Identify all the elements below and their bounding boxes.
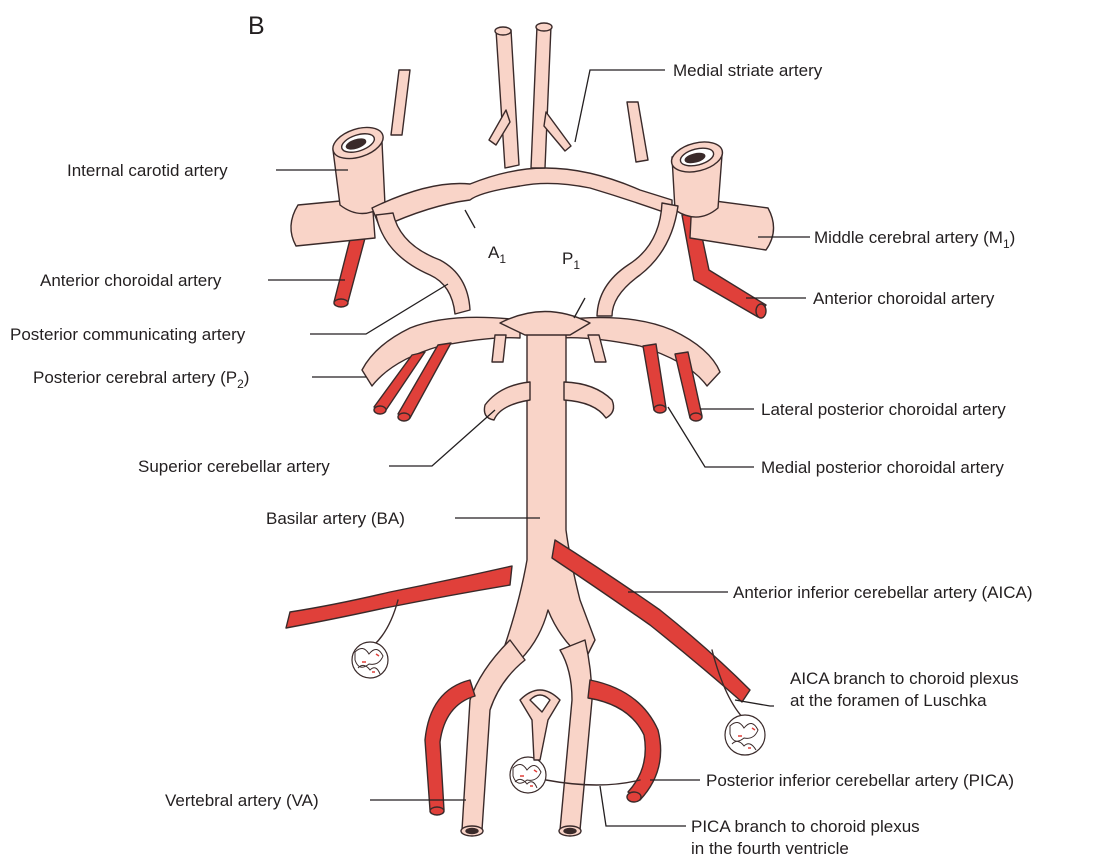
label-medial-posterior-choroidal-artery: Medial posterior choroidal artery — [761, 458, 1004, 477]
label-lateral-posterior-choroidal-artery: Lateral posterior choroidal artery — [761, 400, 1006, 419]
label-vertebral-artery: Vertebral artery (VA) — [165, 791, 319, 810]
right-aica-plexus-tuft — [725, 715, 765, 755]
label-posterior-communicating-artery: Posterior communicating artery — [10, 325, 246, 344]
right-pca-vessel — [560, 318, 720, 386]
label-anterior-choroidal-artery-left: Anterior choroidal artery — [40, 271, 222, 290]
label-aica-branch-line1: AICA branch to choroid plexus — [790, 669, 1019, 688]
pica-plexus-tuft — [510, 757, 546, 793]
label-pica-branch-line2: in the fourth ventricle — [691, 839, 849, 858]
label-medial-striate-artery: Medial striate artery — [673, 61, 823, 80]
left-aica-vessel — [286, 566, 512, 628]
left-sca-vessel — [484, 382, 530, 420]
label-anterior-choroidal-artery-right: Anterior choroidal artery — [813, 289, 995, 308]
right-pcom-vessel — [597, 203, 678, 316]
label-pica: Posterior inferior cerebellar artery (PI… — [706, 771, 1014, 790]
left-internal-carotid — [329, 122, 387, 214]
a1-arch — [372, 168, 672, 228]
right-internal-carotid — [668, 137, 725, 217]
right-pica-vessel — [588, 680, 661, 800]
pica-plexus-twig — [546, 780, 640, 785]
label-posterior-cerebral-artery: Posterior cerebral artery (P2) — [33, 368, 249, 391]
label-aica: Anterior inferior cerebellar artery (AIC… — [733, 583, 1032, 602]
anterior-cerebral-stems — [489, 23, 571, 168]
label-superior-cerebellar-artery: Superior cerebellar artery — [138, 457, 330, 476]
left-ica-upper-branch — [391, 70, 410, 135]
artery-illustration — [286, 23, 774, 836]
right-sca-vessel — [564, 382, 614, 418]
label-basilar-artery: Basilar artery (BA) — [266, 509, 405, 528]
label-p1: P1 — [562, 249, 580, 272]
basilar-trunk — [505, 320, 595, 660]
label-middle-cerebral-artery: Middle cerebral artery (M1) — [814, 228, 1015, 251]
right-vertebral-vessel — [560, 640, 592, 830]
right-ica-upper-branch — [627, 102, 648, 162]
label-pica-branch-line1: PICA branch to choroid plexus — [691, 817, 920, 836]
label-a1: A1 — [488, 243, 506, 266]
label-aica-branch-line2: at the foramen of Luschka — [790, 691, 987, 710]
left-aica-plexus-tuft — [352, 642, 388, 678]
panel-letter: B — [248, 12, 265, 40]
label-internal-carotid-artery: Internal carotid artery — [67, 161, 228, 180]
left-vertebral-vessel — [462, 640, 525, 830]
left-thalamic-stub — [492, 335, 506, 362]
